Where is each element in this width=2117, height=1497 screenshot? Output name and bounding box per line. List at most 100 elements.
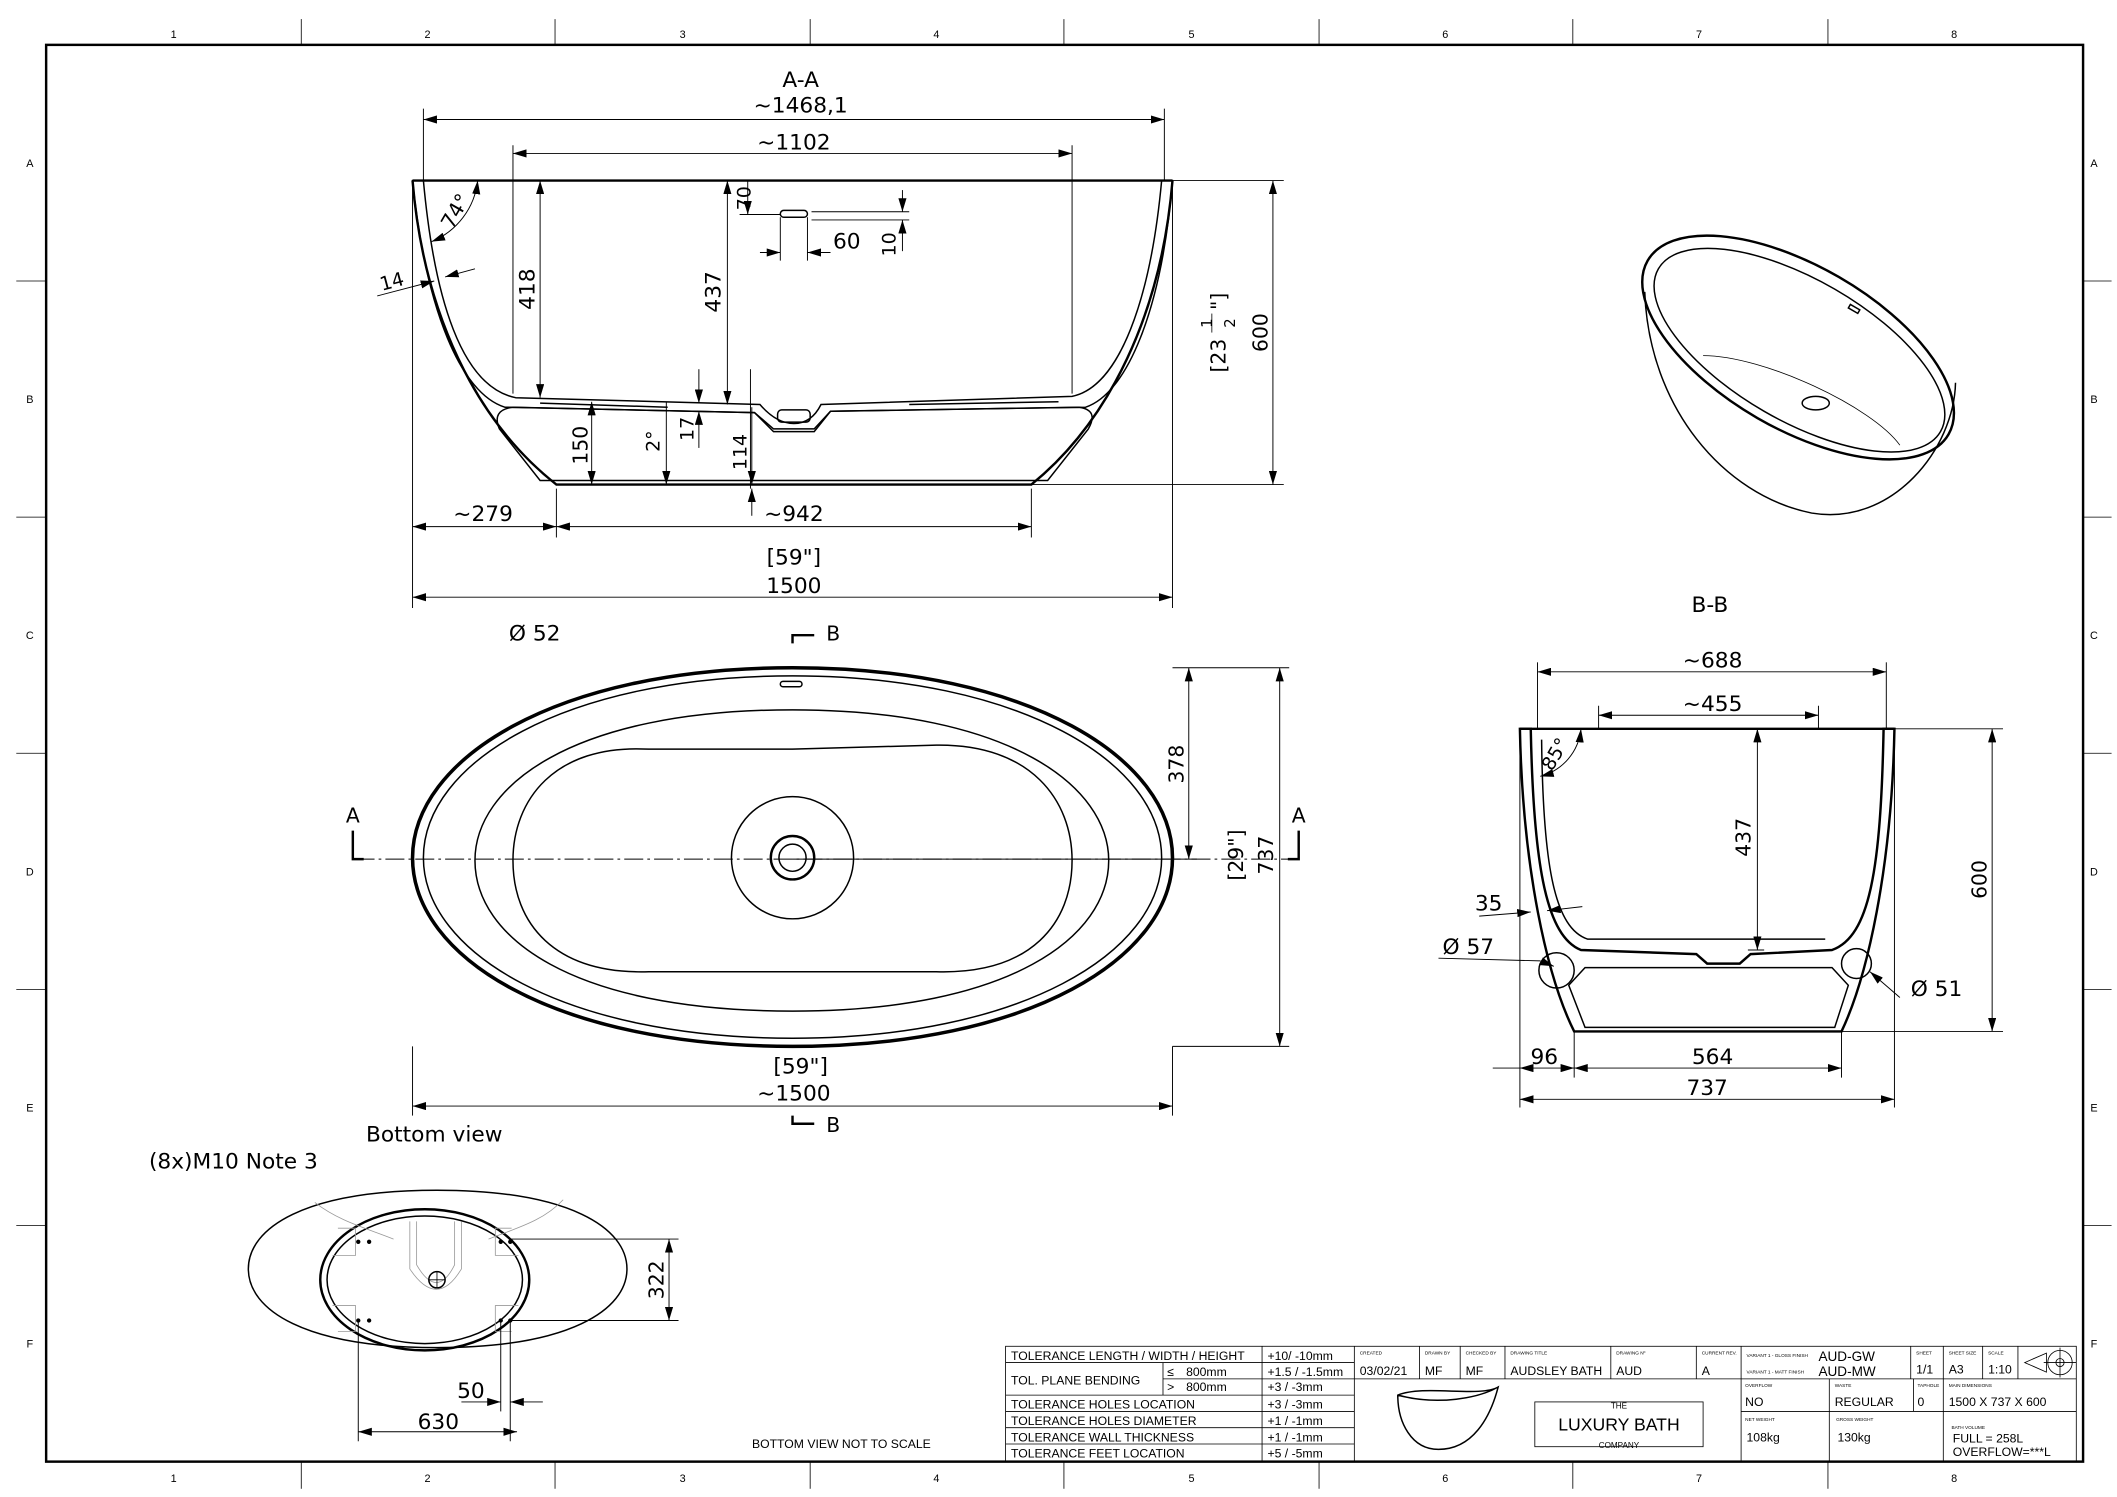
dimension-text: Ø 51 (1911, 977, 1963, 1002)
bottom-drain-cross (428, 1271, 446, 1288)
field-label: TAPHOLE (1918, 1383, 1940, 1389)
dimension-text: 10 (879, 232, 901, 256)
logo-text: THE (1611, 1402, 1628, 1411)
field-label: DRAWING TITLE (1510, 1350, 1547, 1356)
variant-gloss-code: AUD-GW (1818, 1349, 1875, 1364)
grid-column-top: 8 (1951, 29, 1957, 41)
grid-column-bottom: 2 (424, 1473, 430, 1485)
section-marker-label: B (826, 622, 840, 646)
field-label: DRAWN BY (1425, 1350, 1451, 1356)
dimension-text: [59"] (767, 546, 822, 571)
tolerance-label: TOLERANCE FEET LOCATION (1011, 1447, 1185, 1461)
grid-row-label: C (26, 630, 34, 642)
logo-text: COMPANY (1599, 1441, 1640, 1450)
logo-text: LUXURY BATH (1558, 1414, 1679, 1434)
iso-body-outline (1644, 291, 1957, 516)
field-label: WASTE (1835, 1383, 1852, 1389)
view-title: Bottom view (366, 1122, 502, 1147)
tolerance-value: +3 / -3mm (1267, 1380, 1322, 1394)
dimension-text: 437 (1732, 818, 1756, 857)
field-label: CREATED (1360, 1350, 1383, 1356)
m10-hole (498, 1318, 503, 1323)
grid-column-bottom: 7 (1696, 1473, 1702, 1485)
dimension-text: 630 (418, 1410, 459, 1435)
outer-profile (411, 180, 1174, 486)
third-angle-projection-icon (2023, 1347, 2077, 1378)
field-label: SHEET (1916, 1350, 1932, 1356)
field-label: BATH VOLUME (1951, 1425, 1985, 1431)
grid-row-label: E (2090, 1103, 2097, 1115)
m10-hole (366, 1239, 372, 1244)
grid-column-bottom: 1 (171, 1473, 177, 1485)
m10-hole (356, 1318, 361, 1323)
tolerance-label: TOLERANCE LENGTH / WIDTH / HEIGHT (1011, 1349, 1245, 1363)
shell-hatched (1518, 727, 1896, 1033)
tolerance-label: 800mm (1186, 1365, 1227, 1379)
overflow-value: NO (1745, 1395, 1763, 1409)
grid-row-label: B (2090, 394, 2097, 406)
dimension-text: ~455 (1683, 692, 1743, 717)
bottom-base-ring-inner (326, 1215, 524, 1345)
dimension-line (1479, 909, 1531, 918)
outer-rim (410, 665, 1175, 1049)
bath-wall-edge (474, 709, 1110, 1012)
grid-column-top: 7 (1696, 29, 1702, 41)
iso-overflow (1847, 303, 1861, 315)
title-block (1005, 1345, 2077, 1463)
section-marker-label: A (1292, 803, 1306, 827)
bottom-view (247, 1189, 628, 1352)
dimension-text: 70 (733, 186, 755, 210)
iso-floor-line (1703, 355, 1901, 446)
dimension-text: 564 (1692, 1045, 1733, 1070)
grid-column-bottom: 3 (680, 1473, 686, 1485)
bath-logo-icon (1397, 1385, 1500, 1451)
dimension-text: ~1500 (757, 1082, 830, 1107)
field-label: GROSS WEIGHT (1836, 1417, 1873, 1423)
checked-by: MF (1466, 1364, 1484, 1378)
bath-volume-overflow: OVERFLOW=***L (1953, 1445, 2051, 1459)
tolerance-value: +5 / -5mm (1267, 1447, 1322, 1461)
dimension-text: ~1468,1 (754, 94, 848, 119)
dimension-text: [23 (1206, 339, 1230, 373)
field-label: OVERFLOW (1745, 1383, 1773, 1389)
field-label: DRAWING Nº (1616, 1350, 1645, 1356)
dimension-text: 114 (729, 434, 751, 470)
sheet-number: 1/1 (1916, 1362, 1933, 1376)
dimension-text: 1 (1198, 318, 1216, 327)
dimension-text: 60 (833, 229, 861, 254)
field-label: VARIANT 1 - GLOSS FINISH (1747, 1353, 1809, 1359)
dimension-text: [59"] (773, 1055, 828, 1080)
dimension-line (377, 280, 435, 297)
angle-arc (1540, 728, 1584, 777)
tolerance-label: TOLERANCE HOLES LOCATION (1011, 1398, 1195, 1412)
grid-row-label: F (27, 1339, 34, 1351)
variant-matt-code: AUD-MW (1818, 1364, 1875, 1379)
grid-column-top: 5 (1188, 29, 1194, 41)
m10-hole (508, 1239, 513, 1244)
tolerance-label: > (1167, 1380, 1174, 1394)
grid-row-label: D (2090, 866, 2098, 878)
dimension-text: 600 (1248, 313, 1272, 352)
iso-drain (1801, 395, 1831, 411)
mounting-holes (356, 1239, 513, 1323)
tolerance-label: TOLERANCE HOLES DIAMETER (1011, 1414, 1197, 1428)
note-text: (8x)M10 Note 3 (149, 1150, 318, 1175)
angle-arc (431, 180, 481, 243)
iso-rim-inner (1653, 247, 1946, 453)
grid-column-bottom: 5 (1188, 1473, 1194, 1485)
m10-hole (498, 1239, 503, 1244)
section-title: A-A (782, 68, 819, 93)
field-label: MAIN DIMENSIONS (1949, 1383, 1992, 1389)
inner-rim (422, 675, 1163, 1039)
field-label: VARIANT 1 - MATT FINISH (1747, 1369, 1805, 1375)
inner-wall-line (1540, 739, 1826, 940)
dimension-text: 737 (1254, 836, 1278, 875)
drain-fitting (776, 409, 811, 423)
tolerance-value: +10/ -10mm (1267, 1349, 1332, 1363)
drawing-number: AUD (1616, 1364, 1642, 1378)
tolerance-value: +1 / -1mm (1267, 1430, 1322, 1444)
dimension-line (1438, 957, 1541, 962)
